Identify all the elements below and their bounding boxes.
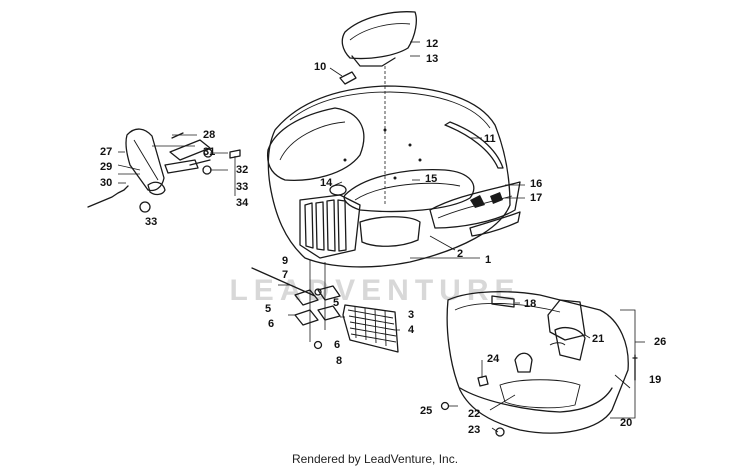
latch-part [491, 295, 515, 308]
callout-31: 31 [203, 146, 215, 158]
callout-16: 16 [530, 178, 542, 190]
callout-29: 29 [100, 161, 112, 173]
storage-lid-part [547, 299, 586, 341]
spring-part [87, 185, 129, 208]
callout-18: 18 [524, 298, 536, 310]
callout-25: 25 [420, 405, 432, 417]
glove-box-part [446, 291, 631, 434]
callout-5-left: 5 [265, 303, 271, 315]
trim-strip-part [444, 121, 504, 169]
callout-10: 10 [314, 61, 326, 73]
hood-scoop-part [341, 11, 417, 67]
callout-34: 34 [236, 197, 249, 209]
callout-24: 24 [487, 353, 500, 365]
watermark: LEADVENTURE [229, 274, 520, 307]
clip-part [294, 285, 341, 326]
callout-13: 13 [426, 53, 438, 65]
callout-3: 3 [408, 309, 414, 321]
callout-32: 32 [236, 164, 248, 176]
grille-part [342, 304, 399, 353]
callout-9: 9 [282, 255, 288, 267]
washer-part [202, 165, 212, 175]
callout-14: 14 [320, 177, 333, 189]
screw-part [314, 288, 322, 296]
callout-20: 20 [620, 417, 632, 429]
callout-33-lower: 33 [145, 216, 157, 228]
callout-21: 21 [592, 333, 604, 345]
callout-2: 2 [457, 248, 463, 260]
callout-33-upper: 33 [236, 181, 248, 193]
callout-30: 30 [100, 177, 112, 189]
fastener-part [313, 340, 323, 350]
footer-credit: Rendered by LeadVenture, Inc. [291, 452, 459, 466]
bolt-part [229, 149, 241, 159]
grommet-part [139, 201, 151, 213]
nut-lower-part [440, 401, 450, 411]
callout-26: 26 [654, 336, 666, 348]
callout-17: 17 [530, 192, 542, 204]
headlight-part [125, 128, 166, 196]
callout-19: 19 [649, 374, 661, 386]
callout-7: 7 [282, 269, 288, 281]
callout-12: 12 [426, 38, 438, 50]
emblem-part [339, 71, 357, 85]
group-bracket [620, 309, 636, 419]
callout-11: 11 [484, 133, 496, 145]
callout-28: 28 [203, 129, 215, 141]
callout-22: 22 [468, 408, 480, 420]
callout-15: 15 [425, 173, 437, 185]
callout-6-right: 6 [334, 339, 340, 351]
callout-1: 1 [485, 254, 491, 266]
callout-4: 4 [408, 324, 415, 336]
callout-6-left: 6 [268, 318, 274, 330]
callout-23: 23 [468, 424, 480, 436]
bracket-part [164, 132, 211, 174]
hood-part [266, 85, 521, 268]
callout-27: 27 [100, 146, 112, 158]
screw-lower-part [477, 375, 489, 387]
callout-8: 8 [336, 355, 342, 367]
rivet-part [495, 427, 505, 437]
callout-5-right: 5 [333, 297, 339, 309]
